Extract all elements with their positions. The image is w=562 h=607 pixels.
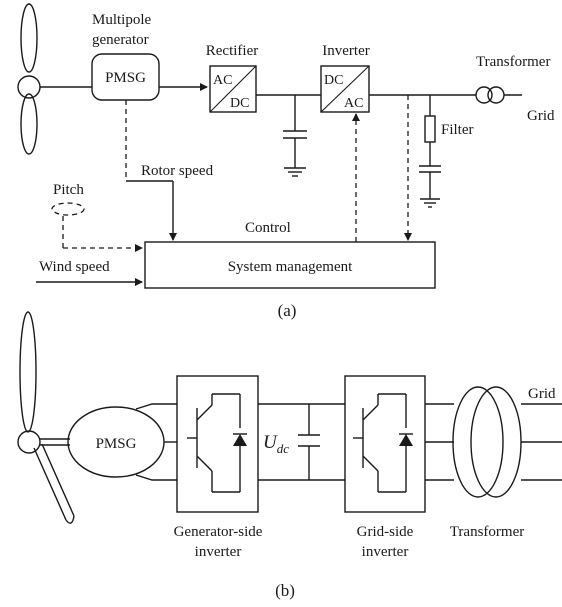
udc-label: Udc — [263, 432, 289, 456]
inverter-ac: AC — [344, 96, 363, 111]
inverter-box — [320, 65, 370, 113]
inverter-title: Inverter — [322, 43, 369, 59]
generator-side-inverter-box — [176, 375, 259, 513]
turbine-a-icon — [17, 3, 92, 155]
rotor-speed-label: Rotor speed — [141, 163, 214, 179]
system-management-label: System management — [228, 259, 353, 275]
system-management-box — [144, 241, 436, 289]
rectifier-box — [209, 65, 257, 113]
udc-subscript: dc — [277, 441, 290, 456]
filter-resistor — [424, 115, 436, 143]
rectifier-dc: DC — [230, 96, 249, 111]
generator-side-inverter-label-1: Generator-side — [174, 524, 263, 540]
pitch-icon — [51, 202, 85, 216]
transformer-b-coil-1 — [452, 386, 504, 498]
inverter-dc: DC — [324, 73, 343, 88]
pitch-label: Pitch — [53, 182, 84, 198]
grid-side-inverter-label-1: Grid-side — [357, 524, 414, 540]
transformer-a-label: Transformer — [476, 54, 550, 70]
control-label: Control — [245, 220, 291, 236]
pmsg-b-label: PMSG — [96, 436, 137, 452]
grid-a-label: Grid — [527, 108, 555, 124]
caption-a: (a) — [278, 301, 297, 320]
wind-speed-label: Wind speed — [39, 259, 110, 275]
udc-main-text: U — [263, 432, 278, 453]
rectifier-title: Rectifier — [206, 43, 258, 59]
part-b-diagram: PMSG Udc — [17, 311, 562, 600]
filter-label: Filter — [441, 122, 474, 138]
grid-side-inverter-box — [344, 375, 426, 513]
generator-title-line2: generator — [92, 32, 149, 48]
turbine-b-icon — [17, 311, 75, 524]
rectifier-ac: AC — [213, 73, 232, 88]
generator-side-inverter-label-2: inverter — [195, 544, 242, 560]
part-a-diagram: Multipole generator PMSG Rectifier AC DC… — [17, 3, 555, 320]
caption-b: (b) — [275, 581, 295, 600]
grid-b-label: Grid — [528, 386, 556, 402]
pmsg-a-label: PMSG — [105, 70, 146, 86]
transformer-b-label: Transformer — [450, 524, 524, 540]
generator-title-line1: Multipole — [92, 12, 152, 28]
grid-side-inverter-label-2: inverter — [362, 544, 409, 560]
